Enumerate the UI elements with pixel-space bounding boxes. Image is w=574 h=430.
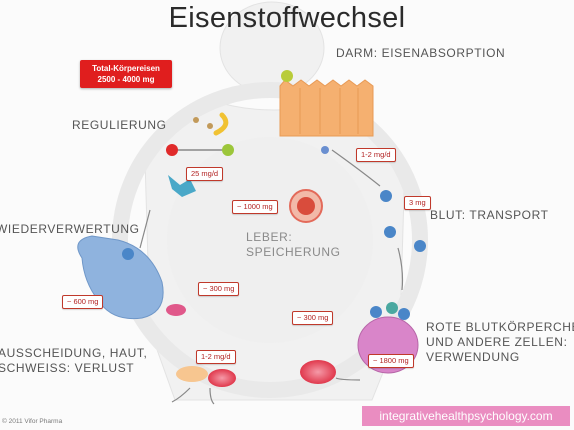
label-regulierung: REGULIERUNG bbox=[72, 118, 167, 132]
label-ausscheidung: AUSSCHEIDUNG, HAUT, SCHWEISS: VERLUST bbox=[0, 346, 147, 376]
tag-darm: 1-2 mg/d bbox=[356, 148, 396, 162]
tag-rote-bottom: ~ 1800 mg bbox=[368, 354, 414, 368]
red-blood-cell-icon bbox=[208, 369, 236, 387]
copyright-footer: © 2011 Vifor Pharma bbox=[2, 418, 63, 425]
total-iron-label: Total-Körpereisen bbox=[92, 64, 160, 73]
tag-wiederverwertung: ~ 600 mg bbox=[62, 295, 104, 309]
cell-icon bbox=[166, 304, 186, 316]
tag-leber: ~ 1000 mg bbox=[232, 200, 278, 214]
intestine-icon bbox=[279, 70, 374, 154]
label-rote-line1: ROTE BLUTKÖRPERCHEN bbox=[426, 320, 574, 334]
tag-rote: ~ 300 mg bbox=[292, 311, 334, 325]
iron-dot-icon bbox=[122, 248, 134, 260]
label-ausscheidung-line1: AUSSCHEIDUNG, HAUT, bbox=[0, 346, 148, 360]
tag-ausscheidung: 1-2 mg/d bbox=[196, 350, 236, 364]
total-iron-value: 2500 - 4000 mg bbox=[97, 75, 155, 84]
label-blut: BLUT: TRANSPORT bbox=[430, 208, 549, 222]
transferrin-icon bbox=[380, 190, 426, 252]
label-darm: DARM: EISENABSORPTION bbox=[336, 46, 506, 60]
label-wiederverwertung: WIEDERVERWERTUNG bbox=[0, 222, 140, 236]
red-blood-cell-icon bbox=[300, 360, 336, 384]
page-title: Eisenstoffwechsel bbox=[168, 2, 406, 34]
tag-leber-2: ~ 300 mg bbox=[198, 282, 240, 296]
label-leber: LEBER: SPEICHERUNG bbox=[246, 230, 341, 260]
label-rote-line3: VERWENDUNG bbox=[426, 350, 520, 364]
label-ausscheidung-line2: SCHWEISS: VERLUST bbox=[0, 361, 135, 375]
skin-cell-icon bbox=[176, 366, 208, 382]
tag-blut: 3 mg bbox=[404, 196, 431, 210]
total-iron-badge: Total-Körpereisen 2500 - 4000 mg bbox=[80, 60, 172, 88]
watermark: integrativehealthpsychology.com bbox=[362, 406, 570, 426]
label-rote-line2: UND ANDERE ZELLEN: bbox=[426, 335, 568, 349]
label-leber-line1: LEBER: bbox=[246, 230, 293, 244]
label-rote-blutkoerperchen: ROTE BLUTKÖRPERCHEN UND ANDERE ZELLEN: V… bbox=[426, 320, 574, 365]
label-leber-line2: SPEICHERUNG bbox=[246, 245, 341, 259]
tag-regulierung: 25 mg/d bbox=[186, 167, 224, 181]
ferritin-icon bbox=[289, 189, 323, 223]
flow-arrows bbox=[139, 149, 404, 405]
